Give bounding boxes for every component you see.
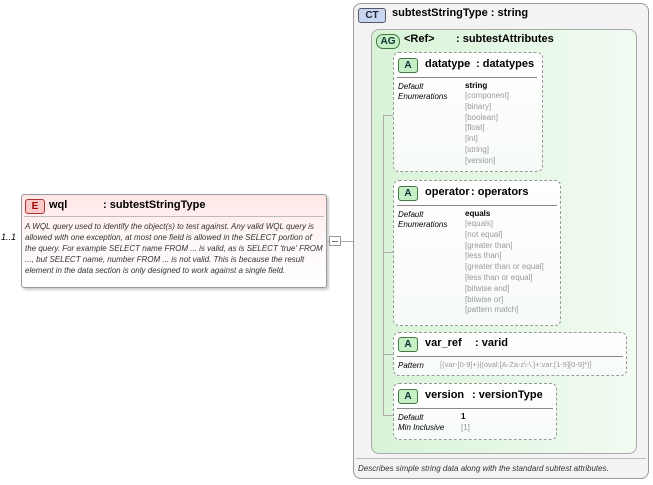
- default-value: equals: [465, 209, 490, 220]
- complex-type-badge: CT: [358, 8, 386, 23]
- default-value-text: 1: [461, 412, 466, 421]
- element-type: : subtestStringType: [103, 199, 206, 211]
- default-value: 1: [461, 412, 465, 423]
- attribute-group-ref: <Ref>: [404, 33, 435, 45]
- attribute-divider: [397, 77, 537, 78]
- connector-line: [332, 241, 338, 242]
- attribute-badge: A: [398, 337, 418, 352]
- element-box[interactable]: [21, 194, 327, 288]
- attribute-name: var_ref: [425, 337, 462, 349]
- enum-value: [less than or equal]: [465, 272, 533, 282]
- enum-value: [component]: [465, 91, 510, 100]
- enum-value: [bitwise and]: [465, 283, 510, 293]
- element-divider: [24, 216, 324, 217]
- default-value-text: string: [465, 81, 488, 90]
- enum-value: [version]: [465, 155, 496, 165]
- complex-type-documentation: Describes simple string data along with …: [358, 464, 609, 473]
- enumerations-label: Enumerations: [398, 220, 448, 229]
- attribute-box-operator[interactable]: [393, 180, 561, 326]
- pattern-value: [(var-[0-9]+)|(oval:[A-Za-z\-\.]+:var:[1…: [440, 360, 592, 369]
- min-inclusive-label: Min Inclusive: [398, 423, 445, 432]
- attribute-name: datatype: [425, 58, 471, 70]
- default-value: string: [465, 81, 487, 92]
- attribute-badge: A: [398, 186, 418, 201]
- tree-line: [383, 252, 393, 253]
- enum-value: [int]: [465, 134, 478, 144]
- attribute-type: : datatypes: [476, 58, 535, 70]
- element-cardinality: 1..1: [1, 232, 17, 242]
- attribute-group-type: : subtestAttributes: [456, 33, 554, 45]
- element-name: wql: [49, 199, 68, 211]
- enum-list: [equals] [not equal] [greater than] [les…: [465, 219, 544, 316]
- attribute-type: : operators: [471, 186, 529, 198]
- attribute-type: : versionType: [472, 389, 543, 401]
- default-value-text: equals: [465, 209, 491, 218]
- default-label: Default: [398, 413, 424, 422]
- default-label: Default: [398, 82, 424, 91]
- attribute-name: operator: [425, 186, 470, 198]
- connector-line: [341, 241, 353, 242]
- attribute-divider: [397, 205, 557, 206]
- enumerations-label: Enumerations: [398, 92, 448, 101]
- attribute-badge: A: [398, 58, 418, 73]
- tree-line: [383, 115, 393, 116]
- attribute-name: version: [425, 389, 465, 401]
- enum-value: [string]: [465, 144, 490, 154]
- attribute-box-version[interactable]: [393, 383, 557, 440]
- complex-type-divider: [356, 458, 646, 459]
- enum-value: [not equal]: [465, 229, 503, 239]
- attribute-divider: [397, 408, 553, 409]
- connector-line: [327, 241, 329, 242]
- tree-line: [383, 354, 393, 355]
- enum-value: [pattern match]: [465, 305, 519, 315]
- enum-value: [greater than or equal]: [465, 262, 544, 272]
- attribute-box-var-ref[interactable]: [393, 332, 627, 376]
- element-documentation: A WQL query used to identify the object(…: [25, 222, 323, 275]
- pattern-label: Pattern: [398, 361, 424, 370]
- enum-value: [bitwise or]: [465, 294, 504, 304]
- enum-value: [greater than]: [465, 240, 513, 250]
- min-inclusive-value: [1]: [461, 423, 470, 432]
- enum-list: [component] [binary] [boolean] [float] […: [465, 91, 509, 167]
- element-badge: E: [25, 199, 45, 214]
- tree-line: [383, 115, 384, 415]
- attribute-type: : varid: [475, 337, 509, 349]
- attribute-badge: A: [398, 389, 418, 404]
- tree-line: [383, 415, 393, 416]
- enum-value: [less than]: [465, 251, 502, 261]
- enum-value: [float]: [465, 123, 485, 133]
- attribute-divider: [397, 356, 623, 357]
- enum-value: [boolean]: [465, 112, 498, 122]
- attribute-group-badge: AG: [376, 34, 400, 49]
- enum-value: [equals]: [465, 219, 494, 228]
- complex-type-name: subtestStringType : string: [392, 7, 529, 19]
- default-label: Default: [398, 210, 424, 219]
- enum-value: [binary]: [465, 101, 492, 111]
- attribute-box-datatype[interactable]: [393, 52, 543, 172]
